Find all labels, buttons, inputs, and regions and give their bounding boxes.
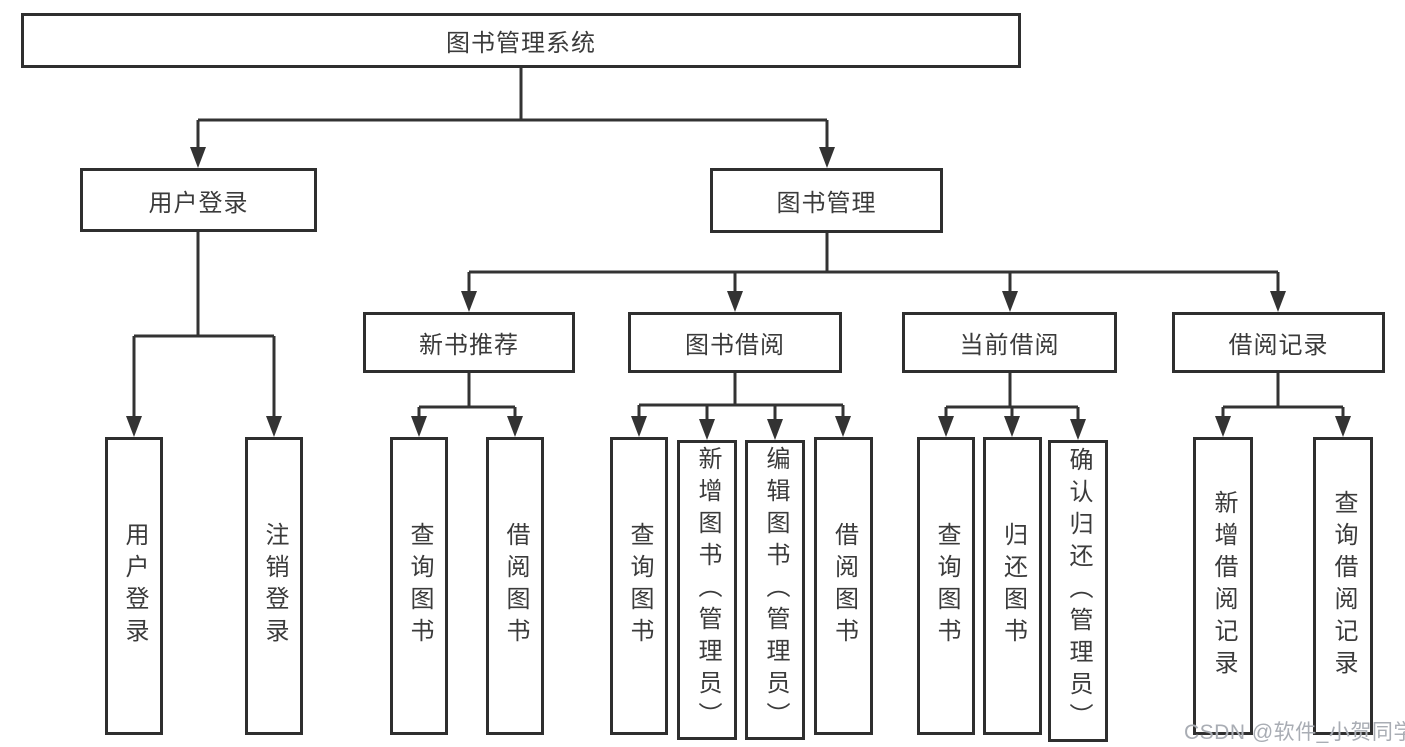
node-book-borrowing: 图书借阅 (628, 312, 842, 373)
arrowheads (126, 147, 1351, 440)
leaf-borrowing-add-books-admin: 新增图书（管理员） (677, 440, 737, 740)
leaf-borrowing-borrow-books: 借阅图书 (814, 437, 873, 735)
node-user-login: 用户登录 (80, 168, 317, 232)
connector-path (132, 68, 1345, 421)
csdn-watermark: CSDN @软件_小贺同学 (1184, 721, 1405, 744)
leaf-records-query-record: 查询借阅记录 (1313, 437, 1373, 735)
node-root-system: 图书管理系统 (21, 13, 1021, 68)
leaf-logout: 注销登录 (245, 437, 303, 735)
leaf-newbook-query-books: 查询图书 (390, 437, 448, 735)
leaf-current-query-books: 查询图书 (917, 437, 975, 735)
leaf-borrowing-query-books: 查询图书 (610, 437, 668, 735)
leaf-user-login: 用户登录 (105, 437, 163, 735)
leaf-newbook-borrow-books: 借阅图书 (486, 437, 544, 735)
leaf-borrowing-edit-books-admin: 编辑图书（管理员） (745, 440, 805, 740)
node-current-borrowing: 当前借阅 (902, 312, 1117, 373)
leaf-records-add-record: 新增借阅记录 (1193, 437, 1253, 735)
leaf-current-return-books: 归还图书 (983, 437, 1042, 735)
leaf-current-confirm-return-admin: 确认归还（管理员） (1048, 440, 1108, 742)
node-book-management: 图书管理 (710, 168, 943, 233)
node-borrowing-records: 借阅记录 (1172, 312, 1385, 373)
node-new-book-recommend: 新书推荐 (363, 312, 575, 373)
